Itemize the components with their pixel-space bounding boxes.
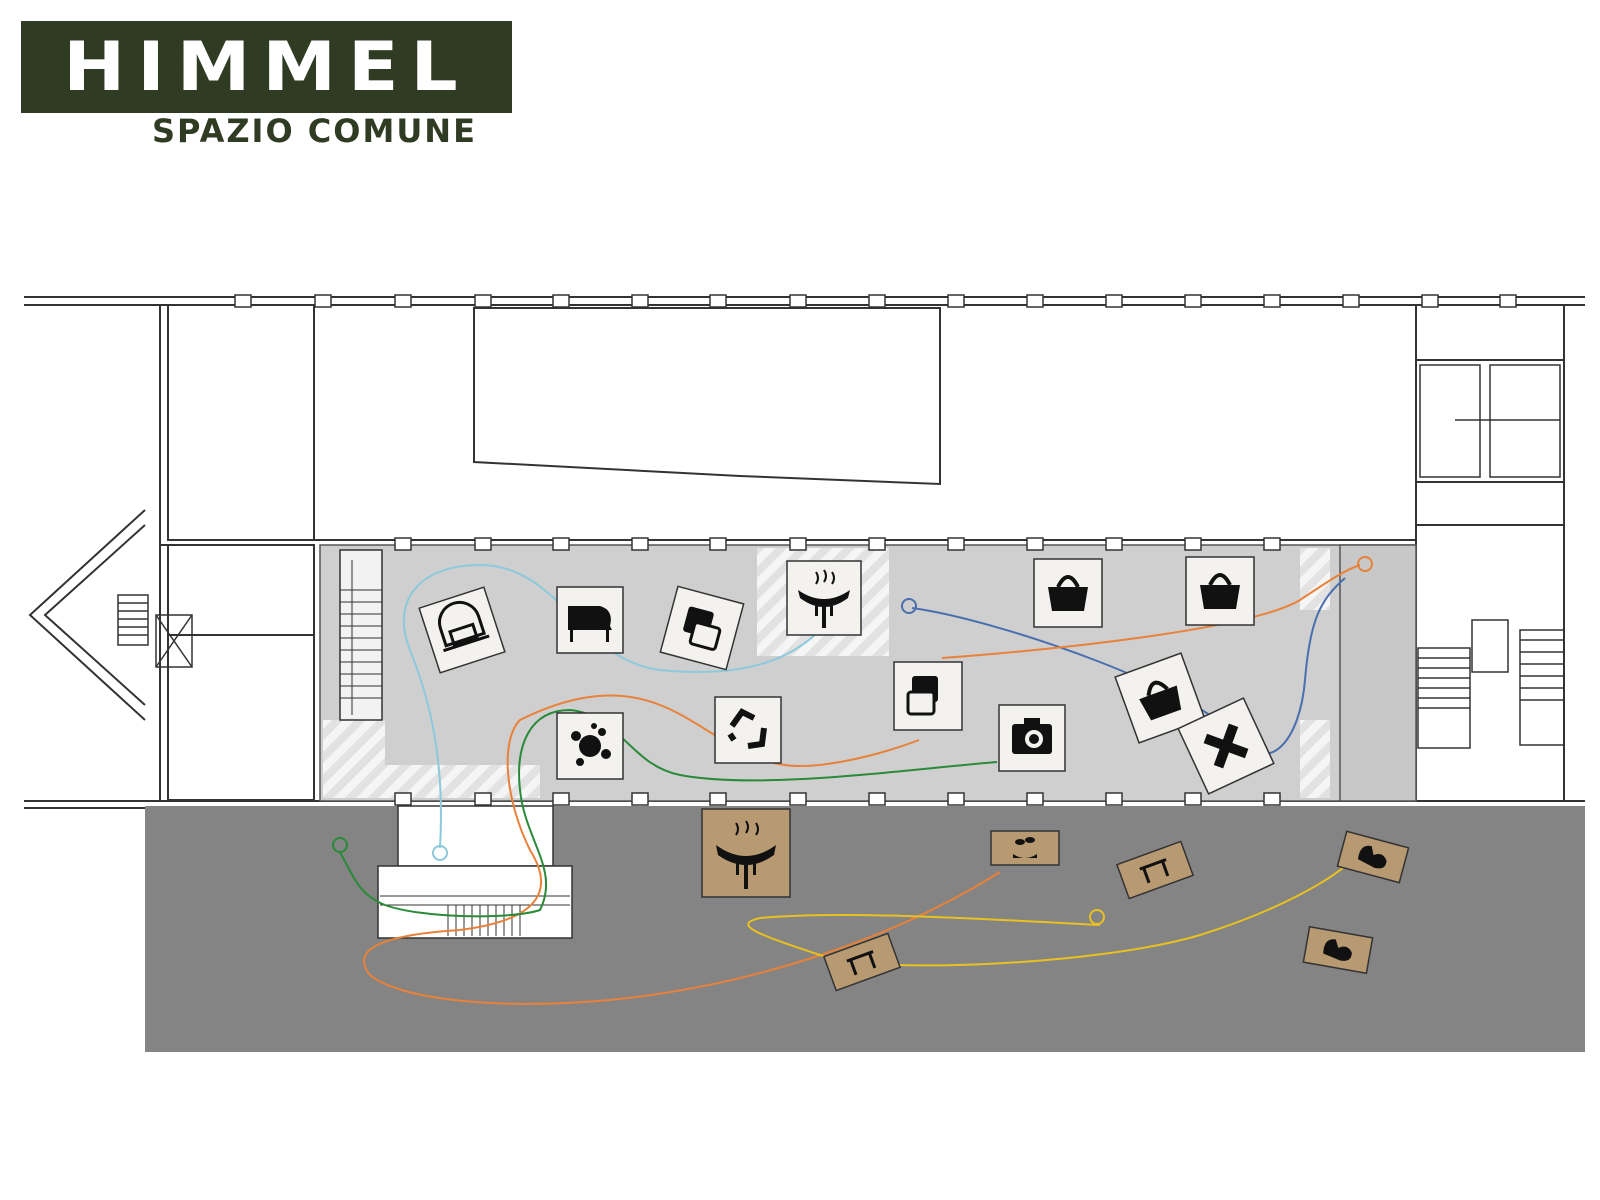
piano-icon [568,606,612,642]
station-piano [556,586,624,654]
corridor-stair [340,560,382,715]
stairs-left [117,594,193,668]
stairs-right [1417,364,1565,749]
grill-sausage-icon [798,569,850,628]
station-bag-2 [1185,556,1255,626]
indoor-stations [418,556,1275,795]
station-theater [418,586,506,674]
station-fitness-2 [1302,925,1374,975]
table-icon [1139,858,1170,884]
cushions-icon [683,606,722,651]
cushions-icon [906,676,938,716]
hatched-area [1300,720,1330,798]
station-paint [556,712,624,780]
station-table-1 [1115,840,1195,900]
path-start-markers [332,556,1373,925]
station-fitness-1 [1336,830,1410,884]
recycle-icon [727,708,767,749]
theater-icon [438,600,490,653]
station-plant [990,830,1060,866]
shopping-bag-icon [1139,680,1182,721]
table-icon [846,950,877,976]
logo-title: HIMMEL [63,27,470,107]
logo-box: HIMMEL [21,21,512,113]
station-grill-outdoor [701,808,791,898]
plant-hand-icon [1013,837,1037,858]
logo-subtitle: SPAZIO COMUNE [152,112,477,150]
path-green [339,708,998,918]
shopping-bag-icon [1048,575,1088,611]
muscle-arm-icon [1357,845,1387,869]
station-recycle [714,696,782,764]
paint-splash-icon [571,723,611,766]
station-tools [1177,697,1275,795]
station-cushions-2 [893,661,963,731]
station-grill [786,560,862,636]
muscle-arm-icon [1323,939,1352,961]
path-light-blue [402,563,821,849]
shopping-bag-icon [1200,573,1240,609]
station-bag-1 [1033,558,1103,628]
columns [234,294,1517,806]
station-table-2 [822,932,902,992]
entrance-stairs [377,805,573,939]
camera-icon [1012,718,1052,754]
outdoor-stations [701,808,1410,992]
station-camera [998,704,1066,772]
station-bag-3 [1114,652,1206,744]
station-cushions [659,585,745,671]
hatched-area [323,720,385,798]
grill-sausage-icon [716,820,776,889]
tools-cross-icon [1203,723,1249,769]
